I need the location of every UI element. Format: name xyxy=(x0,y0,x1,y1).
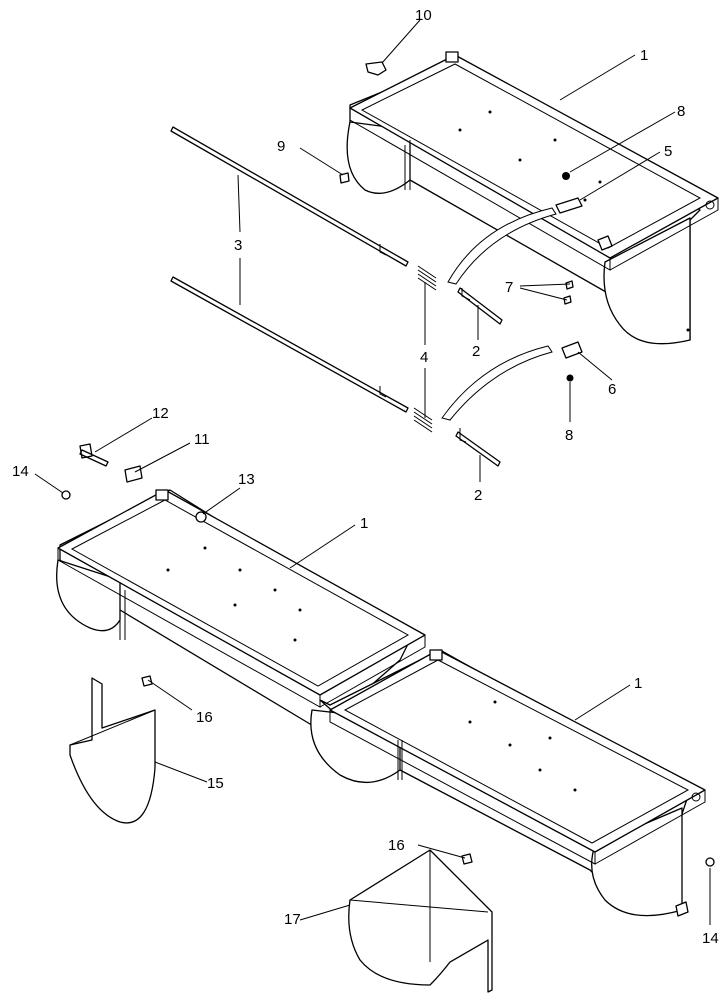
spring-4-upper xyxy=(417,265,437,291)
spacer-11 xyxy=(124,465,143,483)
leader-lines xyxy=(34,19,711,925)
bolt-16-right xyxy=(461,853,473,865)
spring-4-lower xyxy=(413,407,433,433)
grommet-13 xyxy=(195,511,207,523)
callout-16-right: 16 xyxy=(388,837,405,854)
callout-5: 5 xyxy=(664,143,672,160)
lower-right-tank-assembly xyxy=(310,649,706,917)
nut-14-right xyxy=(705,857,715,867)
callout-13: 13 xyxy=(238,471,255,488)
callout-17: 17 xyxy=(284,911,301,928)
flex-hose-upper xyxy=(447,207,557,285)
screw-7b xyxy=(563,295,572,305)
callout-1-lower-right: 1 xyxy=(634,675,642,692)
clamp-10 xyxy=(365,61,387,76)
end-shield-15 xyxy=(69,677,156,824)
callout-4: 4 xyxy=(420,349,428,366)
callout-2-upper: 2 xyxy=(472,343,480,360)
callout-16-left: 16 xyxy=(196,709,213,726)
lower-right-end-cap xyxy=(591,807,683,917)
plate-5 xyxy=(555,197,583,214)
callout-8-upper: 8 xyxy=(677,103,685,120)
upper-tank-assembly xyxy=(346,51,719,345)
callout-6: 6 xyxy=(608,381,616,398)
bracket-2-upper xyxy=(457,287,503,325)
callout-2-lower: 2 xyxy=(474,487,482,504)
callout-15: 15 xyxy=(207,775,224,792)
rod-3-lower xyxy=(170,276,409,413)
callout-12: 12 xyxy=(152,405,169,422)
upper-right-end-cap xyxy=(603,217,691,345)
callout-14-left: 14 xyxy=(12,463,29,480)
callout-11: 11 xyxy=(194,431,210,448)
callout-1-top: 1 xyxy=(640,47,648,64)
bolt-9 xyxy=(339,172,350,184)
bracket-2-lower xyxy=(455,428,501,467)
bolt-16-left xyxy=(141,675,153,687)
nut-8-lower xyxy=(566,374,574,382)
nut-14-left xyxy=(61,490,71,500)
callout-14-right: 14 xyxy=(702,930,719,947)
callout-1-lower-left: 1 xyxy=(360,515,368,532)
callout-7: 7 xyxy=(505,279,513,296)
end-shield-17 xyxy=(348,849,493,993)
flex-hose-lower xyxy=(441,345,553,421)
screw-7a xyxy=(565,280,574,290)
callout-8-lower: 8 xyxy=(565,427,573,444)
bracket-6 xyxy=(561,341,583,359)
bolt-12 xyxy=(79,443,109,467)
callout-9: 9 xyxy=(277,138,285,155)
callout-labels: 10 1 8 5 9 3 4 2 7 6 8 2 12 11 14 13 1 1… xyxy=(12,7,719,947)
lower-left-tank-assembly xyxy=(56,489,426,731)
callout-3: 3 xyxy=(234,237,242,254)
lower-left-end-cap xyxy=(56,559,121,632)
rod-3-upper xyxy=(170,126,409,267)
upper-corner-bracket xyxy=(445,51,459,63)
nut-8-upper xyxy=(562,172,570,180)
callout-10: 10 xyxy=(415,7,432,24)
